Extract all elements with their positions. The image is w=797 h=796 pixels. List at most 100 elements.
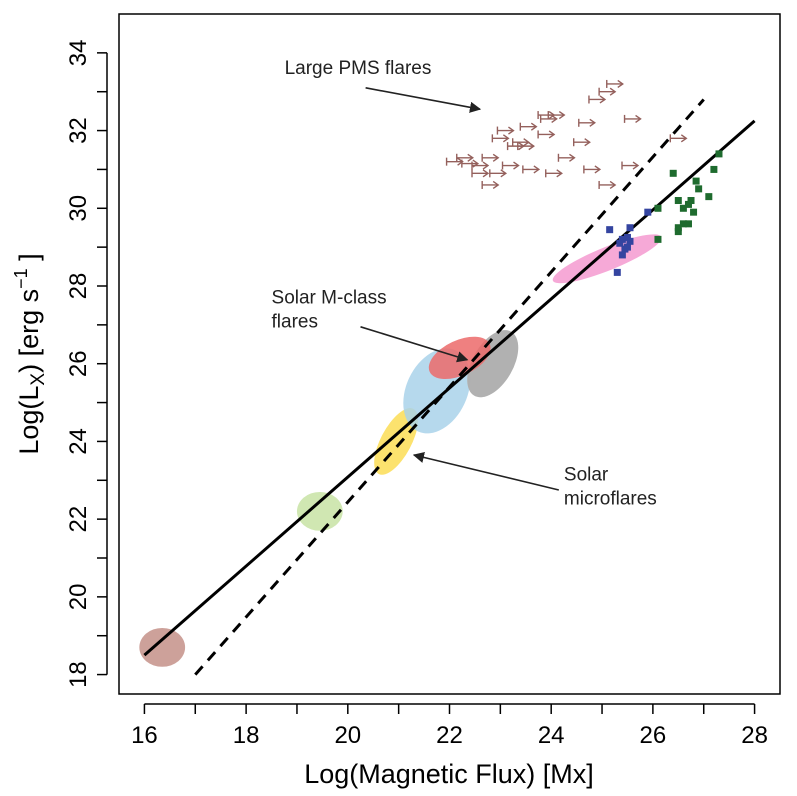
square-point xyxy=(692,177,700,185)
arrow-head xyxy=(617,79,624,89)
plot-frame xyxy=(118,13,781,695)
upper-limit-arrow-point xyxy=(578,118,597,127)
data-points xyxy=(445,79,723,276)
square-point xyxy=(690,208,698,216)
square-point xyxy=(674,224,682,232)
arrow-head xyxy=(482,169,490,178)
arrow-head xyxy=(558,110,566,120)
upper-limit-arrow-point xyxy=(501,161,520,170)
annotation-line: Large PMS flares xyxy=(285,58,432,79)
upper-limit-arrow-point xyxy=(461,159,480,168)
annotation-arrow xyxy=(365,87,482,113)
upper-limit-arrow-point xyxy=(519,122,538,131)
arrow-head xyxy=(589,118,597,127)
flare-regions xyxy=(139,234,662,667)
arrow-head xyxy=(609,180,617,190)
upper-limit-arrow-point xyxy=(588,95,607,104)
square-point xyxy=(626,237,634,245)
upper-limit-arrow-point xyxy=(517,142,535,151)
upper-limit-arrow-point xyxy=(583,165,602,174)
upper-limit-arrow-point xyxy=(496,126,515,135)
square-point xyxy=(684,220,692,228)
arrow-head xyxy=(513,161,520,170)
y-axis-title: Log(LX) [erg s−1 ] xyxy=(11,253,49,454)
region-ellipse-0 xyxy=(139,627,186,667)
x-tick-label: 16 xyxy=(131,722,158,749)
square-point xyxy=(623,233,631,241)
upper-limit-arrow-point xyxy=(481,180,500,190)
annotation-arrow xyxy=(412,451,560,491)
arrow-head xyxy=(533,165,541,174)
annotation-label: Large PMS flares xyxy=(285,58,432,79)
arrow-head xyxy=(635,114,642,123)
arrow-head xyxy=(551,114,558,123)
x-tick-label: 28 xyxy=(741,722,768,749)
upper-limit-arrow-point xyxy=(606,79,624,89)
annotation-line: flares xyxy=(272,311,318,332)
square-point xyxy=(674,197,682,205)
y-axis-title-sub: X xyxy=(28,373,49,386)
upper-limit-arrow-point xyxy=(511,138,530,147)
y-axis-title-mid: ) [erg s xyxy=(14,289,44,373)
square-point xyxy=(644,208,652,216)
y-tick-label: 22 xyxy=(65,506,92,533)
y-tick-label: 20 xyxy=(65,584,92,611)
square-point xyxy=(669,169,677,177)
square-point xyxy=(674,228,682,236)
annotation-line: Solar M-class xyxy=(272,287,387,308)
upper-limit-arrow-point xyxy=(456,153,474,162)
y-axis-title-suffix: ] xyxy=(14,253,44,268)
arrow-head xyxy=(548,130,556,139)
arrow-head xyxy=(467,153,474,162)
square-point xyxy=(606,226,614,234)
dashed-fit-line xyxy=(194,98,705,676)
upper-limit-arrow-point xyxy=(522,165,541,174)
y-axis-title-prefix: Log(L xyxy=(14,386,44,455)
y-tick-label: 28 xyxy=(65,273,92,300)
square-point xyxy=(618,251,626,259)
y-axis-title-sup: −1 xyxy=(11,268,31,289)
arrow-head xyxy=(508,126,515,135)
arrow-head xyxy=(500,169,508,178)
upper-limit-arrow-point xyxy=(537,130,556,139)
square-point xyxy=(710,165,718,173)
square-point xyxy=(654,204,662,212)
arrow-head xyxy=(502,134,510,143)
region-ellipse-7 xyxy=(552,234,662,284)
x-tick-label: 18 xyxy=(233,722,260,749)
annotation-line: microflares xyxy=(564,488,657,509)
square-point xyxy=(687,197,695,205)
arrow-head xyxy=(632,161,640,170)
square-point xyxy=(684,200,692,208)
arrow-head xyxy=(492,153,500,162)
x-axis-title: Log(Magnetic Flux) [Mx] xyxy=(304,759,594,789)
square-point xyxy=(616,239,624,247)
y-tick-label: 32 xyxy=(65,117,92,144)
x-tick-label: 20 xyxy=(334,722,361,749)
upper-limit-arrow-point xyxy=(557,153,576,162)
square-point xyxy=(679,220,687,228)
square-point xyxy=(618,235,626,243)
region-ellipse-1 xyxy=(296,491,343,531)
upper-limit-arrow-point xyxy=(491,134,510,143)
y-tick-label: 34 xyxy=(65,40,92,67)
y-tick-label: 24 xyxy=(65,428,92,455)
arrow-head xyxy=(528,142,535,151)
arrow-head xyxy=(556,169,563,178)
x-tick-label: 26 xyxy=(640,722,667,749)
square-point xyxy=(613,268,621,276)
upper-limit-arrow-point xyxy=(573,138,591,147)
upper-limit-arrow-point xyxy=(445,157,464,166)
upper-limit-arrow-point xyxy=(471,169,490,178)
annotation-label: Solar M-class flares xyxy=(272,287,387,332)
upper-limit-arrow-point xyxy=(621,161,640,170)
arrow-head xyxy=(609,87,617,96)
upper-limit-arrow-point xyxy=(598,87,617,96)
x-tick-label: 24 xyxy=(538,722,565,749)
square-point xyxy=(695,185,703,193)
arrow-head xyxy=(530,122,538,131)
arrow-head xyxy=(594,165,602,174)
